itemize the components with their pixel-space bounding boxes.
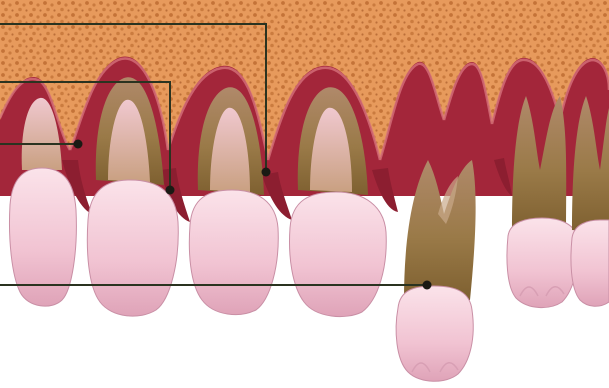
gingiva-leader-dot	[166, 186, 175, 195]
bone-leader-dot	[262, 168, 271, 177]
root-leader-dot	[74, 140, 83, 149]
crown-leader-dot	[423, 281, 432, 290]
